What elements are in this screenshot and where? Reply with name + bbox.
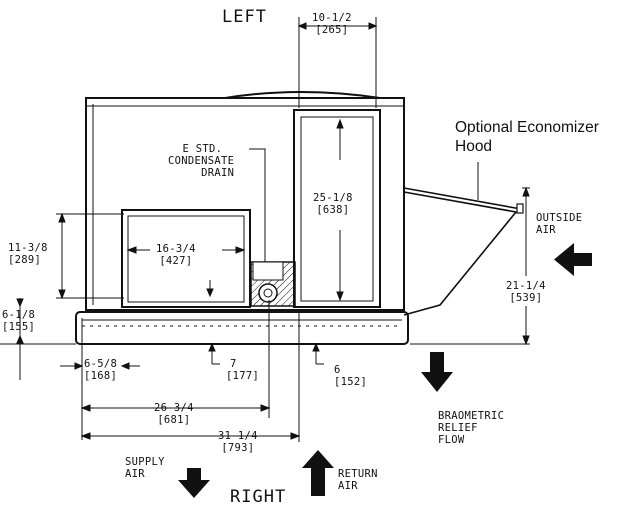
outside-air-label: OUTSIDE AIR [536,212,582,236]
dim-10-1-2: 10-1/2 [265] [312,12,352,36]
dim-6-1-8-lines [0,298,76,380]
dim-25-1-8-in: 25-1/8 [313,192,353,204]
dim-10-1-2-lines [297,17,378,108]
dim-16-3-4-in: 16-3/4 [156,243,196,255]
drain-leader [249,148,266,262]
drain-label-line2: CONDENSATE [168,155,235,167]
economizer-label: Optional Economizer Hood [455,118,599,156]
drain-pipe [258,283,278,303]
return-air-label-line2: AIR [338,480,358,492]
dim-25-1-8-mm: [638] [316,204,350,216]
dim-11-3-8-lines [56,212,124,300]
condensate-drain-label: E STD. CONDENSATE DRAIN [168,143,234,179]
view-label-right: RIGHT [230,487,287,507]
return-opening [293,109,381,308]
dim-26-3-4-in: 26-3/4 [154,402,194,414]
dim-7-lines [208,342,220,365]
dim-7-in: 7 [230,358,237,370]
roof-hump [224,91,381,99]
hood-tip [516,203,524,214]
dim-6-1-8: 6-1/8 [155] [2,309,35,333]
dim-26-3-4: 26-3/4 [681] [154,402,194,426]
drain-box [252,261,284,281]
dim-21-1-4: 21-1/4 [539] [506,280,546,304]
dim-25-1-8: 25-1/8 [638] [313,192,353,216]
dim-10-1-2-mm: [265] [315,24,349,36]
relief-flow-label-line2: RELIEF [438,422,478,434]
dim-26-3-4-lines [80,300,271,418]
dim-11-3-8-in: 11-3/8 [8,242,48,254]
return-air-arrow [302,450,334,496]
dim-10-1-2-in: 10-1/2 [312,12,352,24]
dim-16-3-4-lines [126,246,246,298]
dim-31-1-4-in: 31-1/4 [218,430,258,442]
outside-air-label-line2: AIR [536,224,556,236]
drain-label-line1: E STD. [182,143,223,155]
dim-6-5-8-in: 6-5/8 [84,358,118,370]
supply-opening-inner [127,215,245,303]
dim-6-1-8-mm: [155] [2,321,36,333]
return-air-label-line1: RETURN [338,468,378,480]
dim-6: 6 [152] [334,364,367,388]
relief-flow-label: BRAOMETRIC RELIEF FLOW [438,410,504,446]
economizer-label-line2: Hood [455,138,493,155]
unit-cabinet [85,97,405,311]
base-rail [75,311,409,345]
dim-6-mm: [152] [334,376,368,388]
outside-air-arrow [554,243,592,276]
dim-11-3-8-mm: [289] [8,254,42,266]
dim-16-3-4-mm: [427] [159,255,193,267]
return-opening-inner [300,116,374,302]
relief-flow-label-line3: FLOW [438,434,465,446]
return-air-label: RETURN AIR [338,468,378,492]
dim-25-1-8-lines [336,118,344,302]
dim-6-5-8-lines [60,318,140,440]
supply-opening [121,209,251,308]
dim-6-1-8-in: 6-1/8 [2,309,36,321]
dim-7: 7 [177] [226,358,259,382]
dim-26-3-4-mm: [681] [157,414,191,426]
dim-31-1-4: 31-1/4 [793] [218,430,258,454]
economizer-label-line1: Optional Economizer [455,119,599,136]
dim-21-1-4-lines [410,186,530,346]
outside-air-label-line1: OUTSIDE [536,212,583,224]
view-label-left: LEFT [222,7,267,27]
supply-air-label: SUPPLY AIR [125,456,165,480]
relief-flow-arrow [421,352,453,392]
dim-6-5-8-mm: [168] [84,370,118,382]
dim-11-3-8: 11-3/8 [289] [8,242,48,266]
supply-air-label-line2: AIR [125,468,145,480]
dim-6-in: 6 [334,364,341,376]
dim-6-lines [312,342,324,365]
dim-21-1-4-mm: [539] [509,292,543,304]
dim-6-5-8: 6-5/8 [168] [84,358,117,382]
dim-21-1-4-in: 21-1/4 [506,280,546,292]
dim-7-mm: [177] [226,370,260,382]
dim-31-1-4-mm: [793] [221,442,255,454]
economizer-hood [403,187,522,316]
drain-label-line3: DRAIN [201,167,235,179]
dim-31-1-4-lines [80,310,301,442]
supply-air-label-line1: SUPPLY [125,456,165,468]
supply-air-arrow [178,468,210,498]
relief-flow-label-line1: BRAOMETRIC [438,410,505,422]
dim-16-3-4: 16-3/4 [427] [156,243,196,267]
